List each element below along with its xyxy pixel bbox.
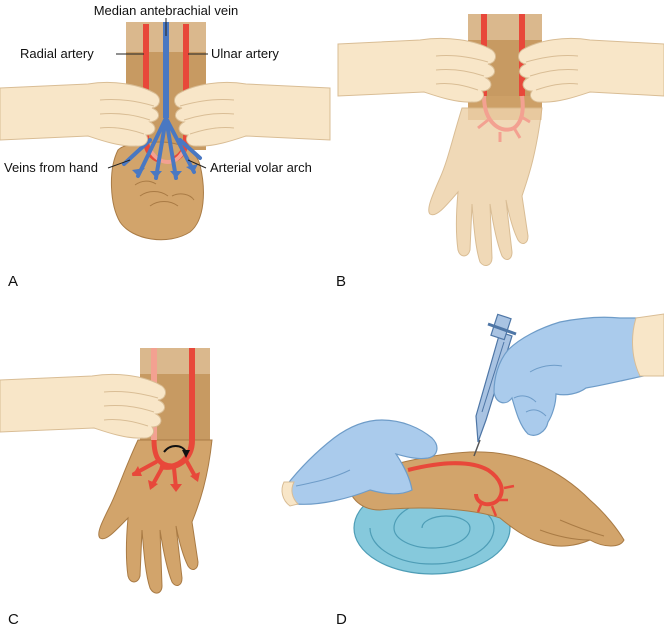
panel-b-left-hand bbox=[337, 37, 496, 103]
panel-b: B bbox=[336, 14, 664, 290]
panel-d-patient-arm bbox=[345, 451, 625, 547]
panel-a: Median antebrachial vein Radial artery U… bbox=[0, 3, 331, 290]
panel-c-open-hand bbox=[98, 439, 213, 594]
panel-c: C bbox=[0, 348, 213, 628]
panel-a-fist bbox=[110, 141, 204, 241]
label-radial-artery: Radial artery bbox=[20, 46, 94, 61]
label-arterial-volar-arch: Arterial volar arch bbox=[210, 160, 312, 175]
panel-d-right-gloved-hand bbox=[493, 316, 664, 436]
panel-d-radial-artery bbox=[407, 461, 504, 507]
panel-a-right-hand bbox=[174, 81, 331, 147]
panel-a-hand-veins bbox=[122, 116, 202, 180]
panel-letter-c: C bbox=[8, 611, 19, 628]
panel-b-right-hand bbox=[518, 37, 664, 103]
panel-c-volar-arch bbox=[151, 439, 173, 469]
label-median-antebrachial-vein: Median antebrachial vein bbox=[94, 3, 239, 18]
panel-letter-a: A bbox=[8, 273, 18, 290]
label-veins-from-hand: Veins from hand bbox=[4, 160, 98, 175]
panel-c-compressing-hand bbox=[0, 373, 166, 439]
panel-d: D bbox=[281, 313, 664, 628]
panel-b-open-hand bbox=[428, 107, 543, 266]
label-ulnar-artery: Ulnar artery bbox=[211, 46, 279, 61]
panel-letter-d: D bbox=[336, 611, 347, 628]
panel-letter-b: B bbox=[336, 273, 346, 290]
panel-a-volar-arch bbox=[148, 148, 186, 164]
panel-d-left-gloved-hand bbox=[284, 419, 438, 505]
panel-a-left-hand bbox=[0, 81, 160, 147]
